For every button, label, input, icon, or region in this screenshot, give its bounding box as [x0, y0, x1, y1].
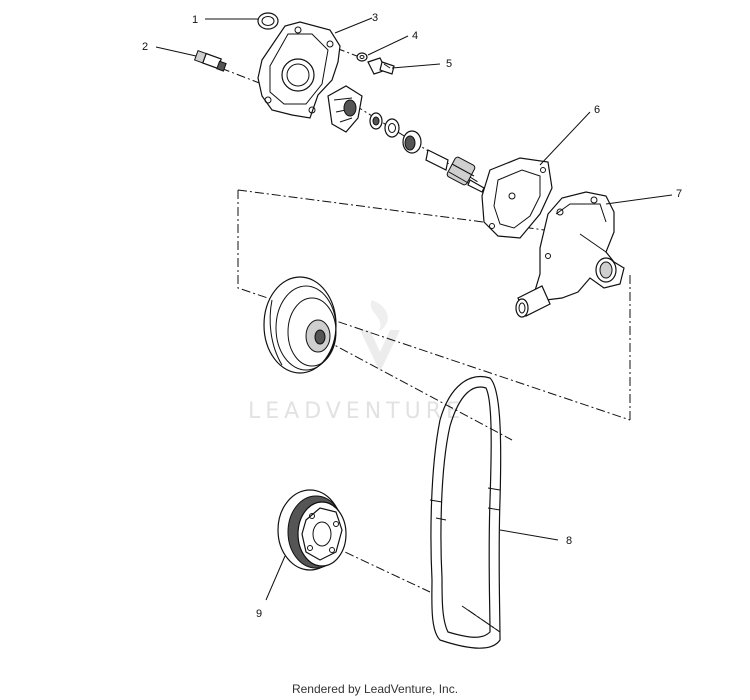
- part-bolt: [367, 57, 395, 75]
- watermark-text: LEADVENTURE: [248, 399, 465, 424]
- callout-4: 4: [412, 30, 418, 42]
- render-credit: Rendered by LeadVenture, Inc.: [291, 682, 459, 696]
- watermark: LEADVENTURE: [248, 300, 465, 424]
- part-fitting: [193, 49, 227, 72]
- part-impeller: [327, 85, 363, 133]
- part-o-ring: [257, 12, 279, 30]
- callout-1: 1: [192, 14, 198, 26]
- part-pump-cover: [257, 21, 341, 119]
- part-washer: [356, 52, 368, 62]
- part-gasket: [481, 157, 553, 239]
- callout-6: 6: [594, 104, 600, 116]
- watermark-logo-icon: [360, 330, 400, 372]
- part-drive-belt: [429, 376, 502, 649]
- callout-7: 7: [676, 188, 682, 200]
- callout-9: 9: [256, 608, 262, 620]
- part-shaft-seals: [369, 112, 422, 154]
- callout-3: 3: [372, 12, 378, 24]
- callout-labels: 1 2 3 4 5 6 7 8 9: [142, 12, 682, 620]
- leader-lines: [155, 17, 673, 601]
- part-pump-shaft: [425, 149, 485, 193]
- part-pump-body: [515, 191, 625, 318]
- callout-5: 5: [446, 58, 452, 70]
- callout-2: 2: [142, 41, 148, 53]
- part-lower-pulley: [277, 489, 347, 571]
- callout-8: 8: [566, 535, 572, 547]
- part-upper-pulley: [263, 276, 337, 374]
